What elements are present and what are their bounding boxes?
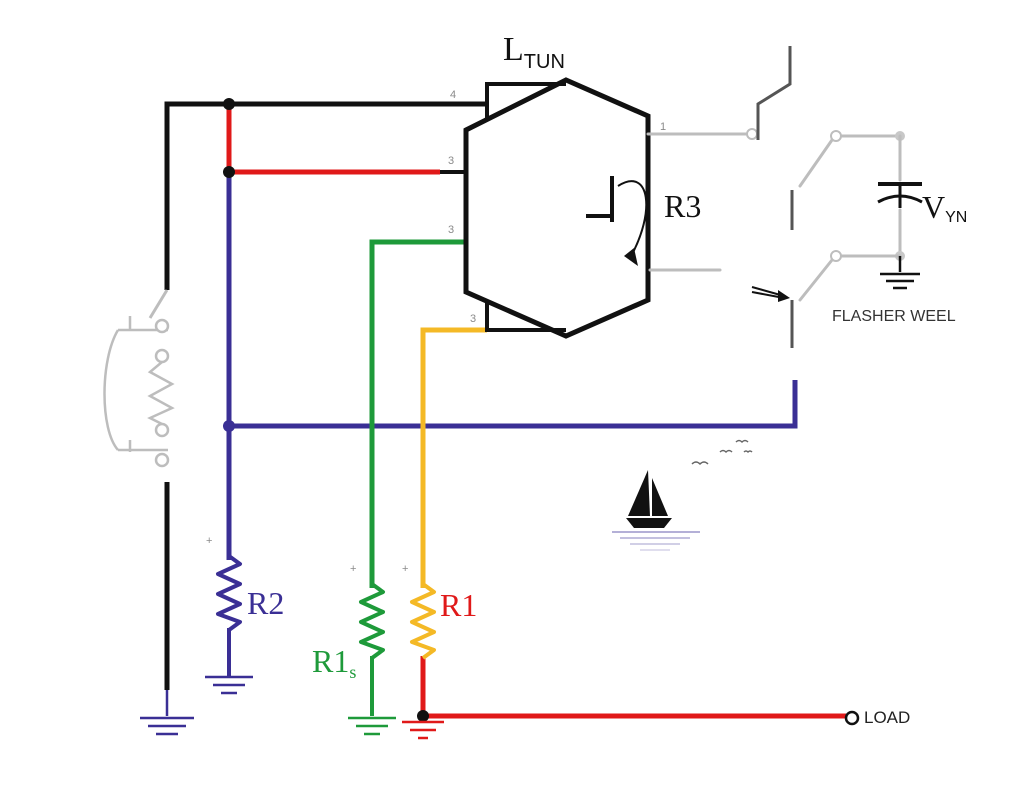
main-component-label: LTUN [503,31,565,73]
main-component [463,77,651,339]
junction-dot [223,166,235,178]
ground-icon [140,690,194,736]
v-label: VYN [922,189,967,226]
wire-green [369,239,466,588]
r3-arc [617,180,648,259]
ground-icon [880,256,920,290]
switch-terminal [830,130,842,142]
switch-terminal [746,128,758,140]
switch-section: VYN FLASHER WEEL [646,46,967,348]
wire-yellow [420,327,487,588]
pin-label: 1 [660,121,666,133]
wire-black-top [164,101,487,290]
ground-icon [348,716,396,736]
arrow-icon [751,286,790,302]
hexagon-body [463,77,651,339]
ground-icon [402,720,444,740]
pin-label: 3 [470,313,476,325]
wires [164,101,846,719]
capacitor-icon [877,182,923,208]
lamp-bulb-icon [103,289,175,468]
bracket-top [485,82,566,118]
switch-terminal [830,250,842,262]
junction-dot [223,98,235,110]
load-terminal [844,710,860,726]
junction-dot [417,710,429,722]
r1-green-label: R1s [312,643,356,682]
pin-label: 3 [448,155,454,167]
wire-red-load [420,656,846,719]
bracket-bottom [485,300,566,332]
pin-label: 3 [448,224,454,236]
junction-dot [223,420,235,432]
switch-blade [798,138,834,188]
plus-mark: + [350,563,356,575]
switch-blade [798,258,834,302]
resistor-r1-yellow [410,582,436,660]
switch-top [756,46,792,140]
sailboat-icon [612,470,700,551]
resistor-r1-green [359,582,385,660]
r2-label: R2 [247,585,284,621]
resistor-r2 [216,554,242,632]
ground-icon [205,675,253,695]
r1-yellow-label: R1 [440,587,477,623]
pin-label: 4 [450,89,456,101]
junctions [223,98,429,722]
r3-label: R3 [664,188,701,224]
plus-mark: + [402,563,408,575]
flasher-label: FLASHER WEEL [832,308,956,325]
wire-blue-horizontal [229,380,798,429]
plus-mark: + [206,535,212,547]
arrow-icon [624,248,638,266]
load-label: LOAD [864,708,910,727]
birds-icon [691,439,753,466]
